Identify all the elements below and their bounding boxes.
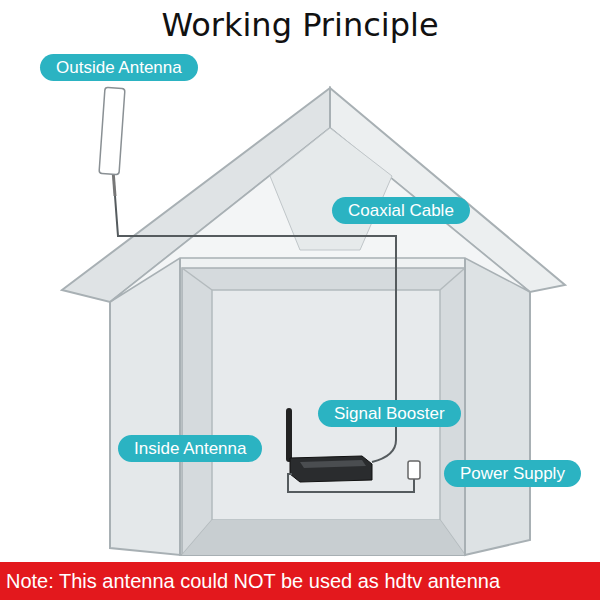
room-interior [182, 268, 465, 555]
power-wire [288, 474, 414, 492]
floor [182, 520, 465, 555]
label-text: Inside Antenna [134, 439, 246, 458]
gable [110, 128, 530, 302]
note-text: Note: This antenna could NOT be used as … [6, 570, 500, 592]
label-text: Outside Antenna [56, 58, 182, 77]
power-adapter [408, 461, 420, 479]
booster-top [300, 460, 366, 468]
note-band: Note: This antenna could NOT be used as … [0, 562, 600, 600]
side-wall [110, 255, 180, 555]
label-text: Coaxial Cable [348, 201, 454, 220]
attic-face [270, 128, 392, 250]
outside-antenna [99, 87, 125, 174]
front-wall [180, 255, 465, 555]
label-pill: Outside Antenna [40, 54, 198, 81]
label-pill: Power Supply [444, 460, 581, 487]
label-pill: Signal Booster [318, 400, 461, 427]
label-pill: Coaxial Cable [332, 197, 470, 224]
label-text: Power Supply [460, 464, 565, 483]
signal-booster [290, 456, 372, 482]
right-wall [465, 255, 530, 555]
label-pill: Inside Antenna [118, 435, 262, 462]
inside-antenna [286, 408, 292, 462]
diagram-title: Working Principle [0, 6, 600, 44]
label-text: Signal Booster [334, 404, 445, 423]
